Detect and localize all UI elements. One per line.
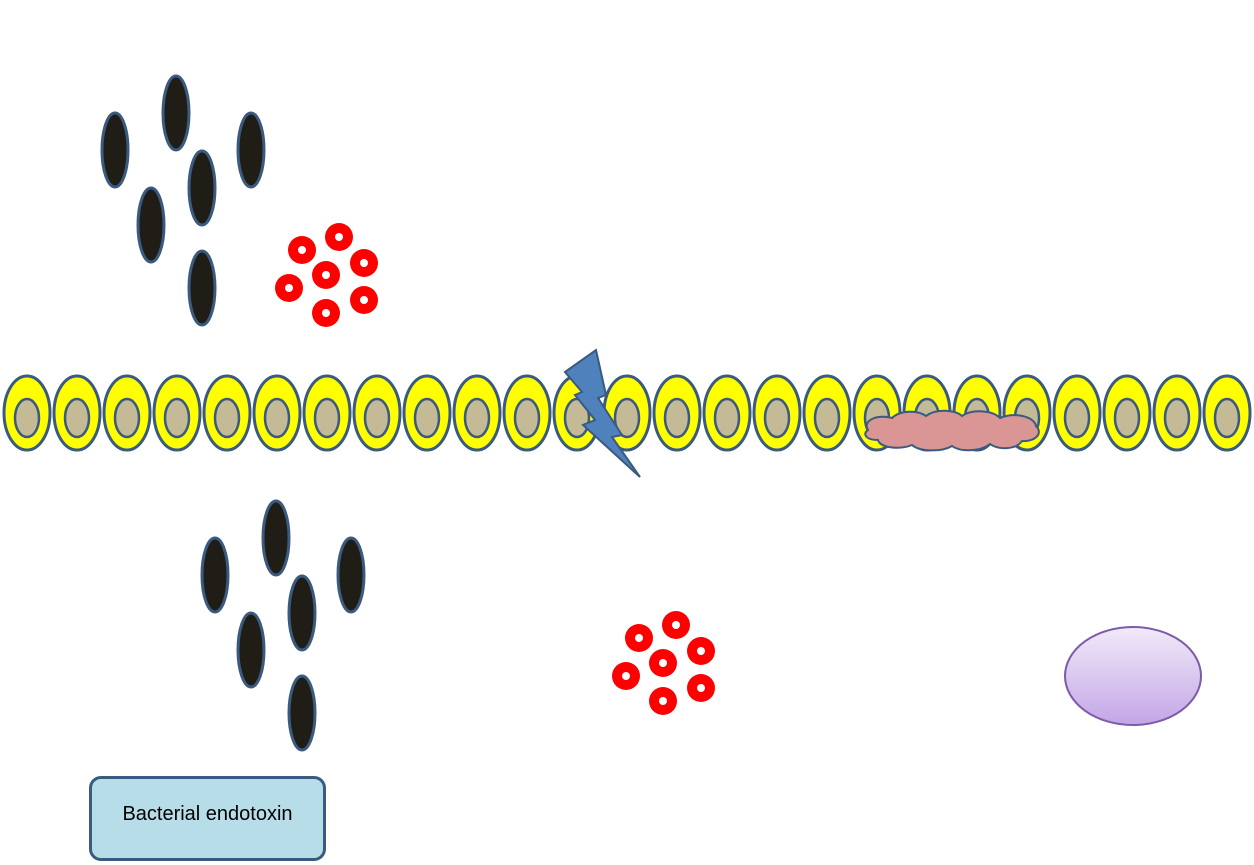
bacterium [261, 499, 291, 577]
platelet-clot-icon [864, 409, 1040, 452]
cell-nucleus [63, 397, 91, 439]
red-blood-cell-center [322, 309, 330, 317]
red-blood-cell-center [285, 284, 293, 292]
bacterium [200, 536, 230, 614]
red-blood-cell-center [360, 296, 368, 304]
cell-nucleus [13, 397, 41, 439]
cell-nucleus [313, 397, 341, 439]
cell-nucleus [263, 397, 291, 439]
endothelial-cell-layer [2, 374, 1252, 452]
bacteria-cluster-tissue [200, 499, 366, 752]
red-blood-cell-center [659, 697, 667, 705]
bacterium [187, 249, 217, 327]
cell-nucleus [513, 397, 541, 439]
cell-nucleus [213, 397, 241, 439]
cell-nucleus [1163, 397, 1191, 439]
bacterium [136, 186, 166, 264]
cell-nucleus [163, 397, 191, 439]
red-blood-cell-cluster-lumen [275, 223, 378, 327]
endothelial-injury-lightning-icon [563, 348, 641, 478]
bacterium [336, 536, 366, 614]
red-blood-cell-center [622, 672, 630, 680]
red-blood-cell-center [697, 684, 705, 692]
bacterium [236, 611, 266, 689]
cell-nucleus [663, 397, 691, 439]
cell-nucleus [613, 397, 641, 439]
red-blood-cell-center [697, 647, 705, 655]
cell-nucleus [1063, 397, 1091, 439]
cell-nucleus [413, 397, 441, 439]
red-blood-cell-center [635, 634, 643, 642]
bacterium [236, 111, 266, 189]
bacterium [287, 574, 317, 652]
bacterium [187, 149, 217, 227]
red-blood-cell-center [672, 621, 680, 629]
label-text: Bacterial endotoxin [122, 803, 293, 825]
cell-nucleus [363, 397, 391, 439]
red-blood-cell-center [298, 246, 306, 254]
bacterium [161, 74, 191, 152]
red-blood-cell-center [335, 233, 343, 241]
bacterial-endotoxin-label: Bacterial endotoxin [89, 776, 326, 861]
red-blood-cell-center [659, 659, 667, 667]
red-blood-cell-center [322, 271, 330, 279]
bacterium [287, 674, 317, 752]
bacteria-cluster-lumen [100, 74, 266, 327]
bacterium [100, 111, 130, 189]
cell-nucleus [1113, 397, 1141, 439]
cell-nucleus [763, 397, 791, 439]
cell-nucleus [1213, 397, 1241, 439]
cell-nucleus [713, 397, 741, 439]
red-blood-cell-cluster-tissue [612, 611, 715, 715]
cell-nucleus [813, 397, 841, 439]
red-blood-cell-center [360, 259, 368, 267]
cell-nucleus [113, 397, 141, 439]
leukocyte-icon [1064, 626, 1202, 726]
cell-nucleus [463, 397, 491, 439]
